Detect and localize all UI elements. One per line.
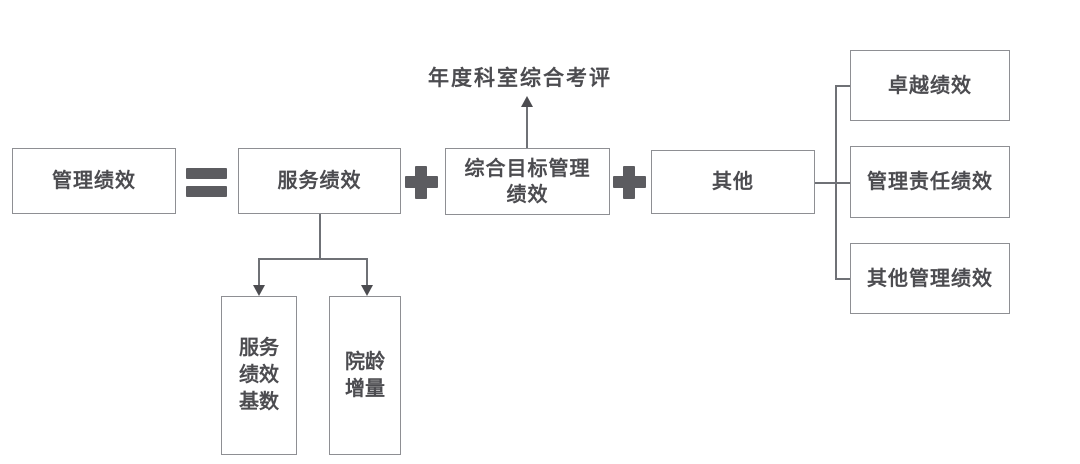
node-comprehensive-target-text: 综合目标管理 绩效 bbox=[465, 156, 591, 208]
connector-service-crossbar bbox=[259, 258, 367, 260]
connector-right-bracket-spine bbox=[835, 85, 837, 278]
arrow-up-icon bbox=[521, 96, 533, 107]
connector-branch-other-management bbox=[835, 278, 851, 280]
node-hospital-age-increment[interactable]: 院龄 增量 bbox=[329, 296, 401, 455]
node-service-performance[interactable]: 服务绩效 bbox=[238, 148, 401, 214]
node-other-management-performance[interactable]: 其他管理绩效 bbox=[850, 243, 1010, 314]
connector-target-to-title bbox=[526, 104, 528, 148]
connector-service-right-drop bbox=[366, 258, 368, 288]
node-hospital-age-line1: 院龄 bbox=[345, 350, 385, 373]
arrow-down-icon-right bbox=[361, 285, 373, 296]
arrow-down-icon-left bbox=[253, 285, 265, 296]
node-comprehensive-target-management-performance[interactable]: 综合目标管理 绩效 bbox=[445, 148, 610, 215]
equals-bar-bottom bbox=[186, 186, 227, 197]
node-hospital-age-line2: 增量 bbox=[345, 377, 385, 400]
plus-1-vertical bbox=[415, 166, 427, 199]
node-hospital-age-text: 院龄 增量 bbox=[345, 349, 385, 403]
node-service-base-line2: 绩效 bbox=[239, 364, 279, 386]
node-excellence-performance[interactable]: 卓越绩效 bbox=[850, 50, 1010, 121]
node-service-base-text: 服务 绩效 基数 bbox=[239, 335, 279, 416]
connector-branch-excellence bbox=[835, 85, 851, 87]
node-management-performance[interactable]: 管理绩效 bbox=[12, 148, 176, 214]
plus-2-vertical bbox=[623, 166, 635, 199]
node-management-responsibility-performance[interactable]: 管理责任绩效 bbox=[850, 146, 1010, 218]
node-comprehensive-target-line2: 绩效 bbox=[506, 183, 549, 206]
connector-other-stub bbox=[815, 182, 836, 184]
connector-branch-responsibility bbox=[835, 182, 851, 184]
connector-service-left-drop bbox=[258, 258, 260, 288]
node-comprehensive-target-line1: 综合目标管理 bbox=[464, 157, 591, 180]
connector-service-stem bbox=[319, 214, 321, 259]
node-service-performance-base[interactable]: 服务 绩效 基数 bbox=[221, 296, 297, 455]
diagram-title: 年度科室综合考评 bbox=[428, 66, 612, 90]
node-other[interactable]: 其他 bbox=[651, 150, 815, 214]
equals-bar-top bbox=[186, 168, 227, 179]
node-service-base-line1: 服务 bbox=[239, 337, 279, 359]
node-service-base-line3: 基数 bbox=[239, 391, 279, 413]
